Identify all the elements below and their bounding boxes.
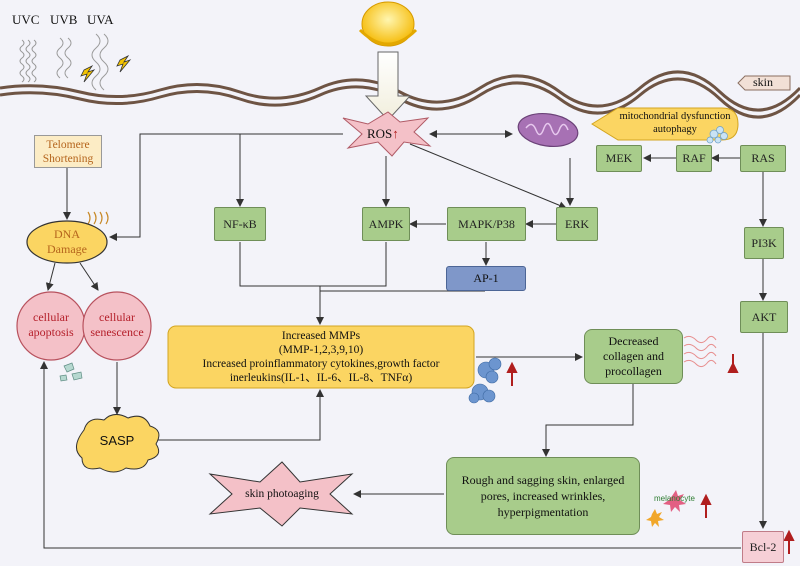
apoptosis-label: cellular apoptosis (19, 306, 83, 344)
skin-label: skin (753, 75, 774, 89)
sun-icon (358, 1, 418, 47)
collagen-box: Decreased collagen and procollagen (584, 329, 683, 384)
skin-label-badge (737, 75, 791, 91)
mmp-line3: Increased proinflammatory cytokines,grow… (202, 358, 440, 370)
akt-box: AKT (740, 301, 788, 333)
mitochondria-icon (517, 113, 579, 147)
mmp-text: Increased MMPs (MMP-1,2,3,9,10) Increase… (168, 326, 474, 388)
senescence-line2: senescence (90, 325, 144, 339)
uv-waves-icon (19, 33, 109, 91)
photoaging-label: skin photoaging (245, 488, 319, 500)
sasp-label: SASP (99, 432, 135, 448)
mmp-line4: inerleukins(IL-1、IL-6、IL-8、TNFα) (229, 372, 413, 384)
collagen-fiber-icon (683, 335, 717, 368)
mmp-line1: Increased MMPs (281, 330, 361, 342)
mito-line1: mitochondrial dysfunction (619, 111, 731, 122)
red-up-arrows (506, 354, 795, 554)
senescence-circle (82, 291, 152, 361)
cell-fragment-icon (59, 362, 83, 382)
connector-lines (40, 130, 767, 549)
autophagy-icon (706, 126, 728, 144)
lightning-icon (80, 54, 132, 83)
rough-line2: pores, increased wrinkles, (480, 489, 606, 503)
uvc-label: UVC (12, 12, 40, 27)
mek-box: MEK (596, 145, 642, 172)
dna-helix-icon (87, 211, 109, 225)
erk-box: ERK (556, 207, 598, 241)
collagen-line2: collagen and (603, 349, 664, 363)
telomere-line2: Shortening (42, 152, 94, 165)
mapk-box: MAPK/P38 (447, 207, 526, 241)
dna-damage-shape (26, 220, 108, 264)
photoaging-star-shape (208, 461, 354, 527)
telomere-box: Telomere Shortening (34, 135, 102, 168)
collagen-line1: Decreased (608, 334, 659, 348)
mito-line2: autophagy (653, 124, 697, 135)
nfkb-box: NF-κB (214, 207, 266, 241)
mmp-box-shape (167, 325, 475, 389)
ros-label: ROS↑ (367, 126, 399, 142)
senescence-label: cellular senescence (84, 306, 150, 344)
pi3k-box: PI3K (744, 227, 784, 259)
cytokine-cluster-icon (468, 357, 502, 404)
ros-star-shape (342, 111, 432, 157)
melanocyte-icon (646, 490, 686, 527)
rough-skin-box: Rough and sagging skin, enlarged pores, … (446, 457, 640, 535)
rough-line1: Rough and sagging skin, enlarged (461, 473, 625, 487)
sun-down-arrow (364, 51, 412, 121)
dna-line2: Damage (47, 242, 87, 256)
mito-banner-shape (591, 107, 739, 141)
dna-line1: DNA (54, 227, 80, 241)
apoptosis-line2: apoptosis (28, 325, 74, 339)
uvb-label: UVB (50, 12, 78, 27)
ros-up-arrow: ↑ (392, 126, 399, 141)
rough-line3: hyperpigmentation (497, 505, 589, 519)
apoptosis-line1: cellular (33, 310, 69, 324)
raf-box: RAF (676, 145, 712, 172)
dna-damage-label: DNA Damage (30, 224, 104, 260)
uva-label: UVA (87, 12, 114, 27)
ap1-box: AP-1 (446, 266, 526, 291)
ros-text: ROS (367, 126, 393, 141)
ampk-box: AMPK (362, 207, 410, 241)
ras-box: RAS (740, 145, 786, 172)
senescence-line1: cellular (99, 310, 135, 324)
collagen-line3: procollagen (605, 364, 662, 378)
melanocyte-label: melanocyte (654, 494, 695, 503)
mmp-line2: (MMP-1,2,3,9,10) (278, 344, 364, 356)
bcl2-box: Bcl-2 (742, 531, 784, 563)
mito-banner-text: mitochondrial dysfunction autophagy (616, 110, 734, 136)
telomere-line1: Telomere (46, 138, 90, 151)
